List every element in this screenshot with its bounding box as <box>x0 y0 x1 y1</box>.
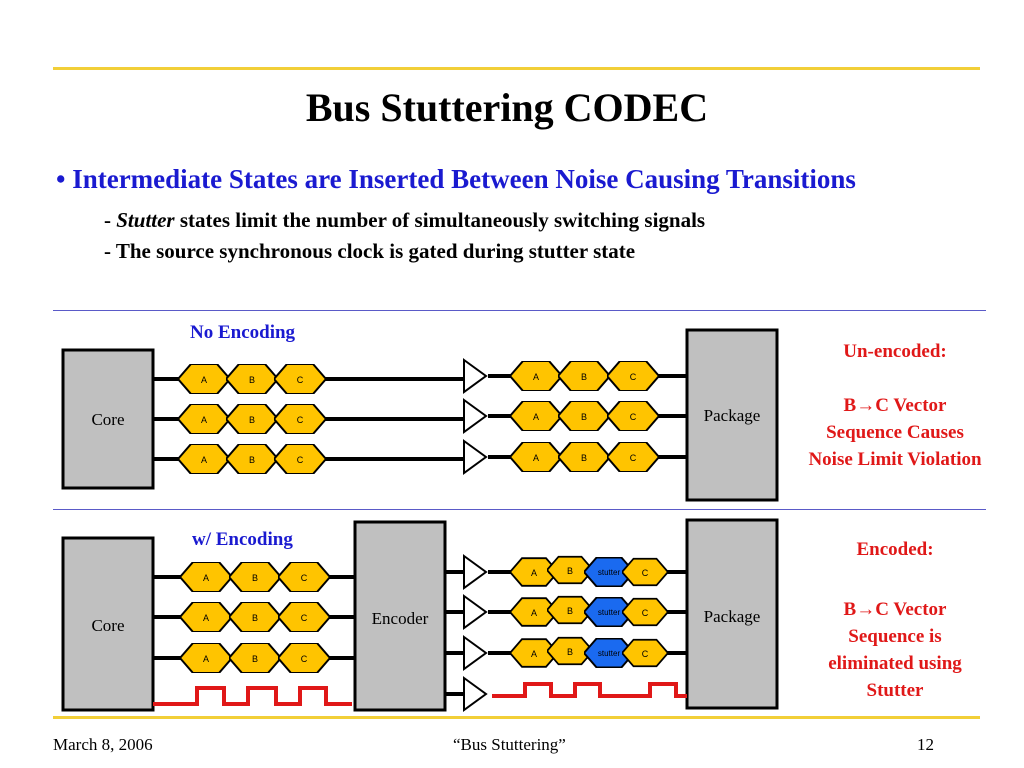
state-label-b: B <box>567 647 573 657</box>
state-label-a: A <box>531 568 537 578</box>
state-label-c: C <box>642 568 649 578</box>
footer-title: “Bus Stuttering” <box>453 735 566 754</box>
state-label-c: C <box>301 613 308 623</box>
package-box-bottom <box>685 518 779 710</box>
package-label-bottom: Package <box>704 607 761 626</box>
state-label-stutter: stutter <box>598 608 621 617</box>
core-box-bottom <box>61 536 155 712</box>
section-divider-top <box>53 310 986 311</box>
sub-bullet-1-prefix: - <box>104 208 117 232</box>
encoded-note-heading: Encoded: <box>856 539 934 560</box>
state-label-b: B <box>252 613 258 623</box>
footer-page-number: 12 <box>917 735 934 754</box>
core-label-top: Core <box>91 410 124 429</box>
state-label-c: C <box>642 608 649 618</box>
package-label-top: Package <box>704 406 761 425</box>
state-label-a: A <box>533 453 539 463</box>
package-box-top <box>685 328 779 502</box>
sub-bullet-2: - The source synchronous clock is gated … <box>104 239 636 263</box>
driver-icon <box>463 555 487 589</box>
state-label-b: B <box>249 415 255 425</box>
arrow-right-icon: → <box>856 599 876 620</box>
encoded-note-line5: Stutter <box>866 680 924 701</box>
sub-bullet-1: - Stutter states limit the number of sim… <box>104 208 705 233</box>
driver-icon <box>463 399 487 433</box>
arrow-right-icon: → <box>856 395 876 416</box>
encoded-note-line4: eliminated using <box>828 653 962 674</box>
state-label-a: A <box>203 654 209 664</box>
encoder-label: Encoder <box>372 609 429 628</box>
state-label-c: C <box>297 415 304 425</box>
driver-icon <box>463 595 487 629</box>
gated-clock-input <box>153 686 352 706</box>
encoded-note-line3: Sequence is <box>848 626 942 647</box>
state-label-a: A <box>531 608 537 618</box>
state-label-stutter: stutter <box>598 649 621 658</box>
state-label-b: B <box>252 654 258 664</box>
driver-icon <box>463 440 487 474</box>
state-label-a: A <box>533 372 539 382</box>
state-label-a: A <box>533 412 539 422</box>
section-divider-middle <box>53 509 986 510</box>
state-label-c: C <box>642 649 649 659</box>
state-label-a: A <box>203 613 209 623</box>
state-label-a: A <box>531 649 537 659</box>
state-label-c: C <box>630 453 637 463</box>
state-label-b: B <box>252 573 258 583</box>
slide-title: Bus Stuttering CODEC <box>305 85 709 130</box>
state-label-stutter: stutter <box>598 568 621 577</box>
state-label-c: C <box>297 375 304 385</box>
core-label-bottom: Core <box>91 616 124 635</box>
state-label-a: A <box>201 415 207 425</box>
bottom-rule <box>53 716 980 719</box>
state-label-b: B <box>567 606 573 616</box>
footer-date: March 8, 2006 <box>53 735 153 754</box>
state-label-a: A <box>201 375 207 385</box>
driver-icon <box>463 359 487 393</box>
unencoded-note-vector-post: C Vector <box>875 395 947 416</box>
unencoded-note: Un-encoded: B→C Vector Sequence Causes N… <box>785 338 1005 473</box>
driver-icon <box>463 636 487 670</box>
unencoded-note-line3: Sequence Causes <box>826 422 964 443</box>
core-box-top <box>61 348 155 490</box>
state-label-a: A <box>201 455 207 465</box>
unencoded-note-vector: B→C Vector <box>785 392 1005 419</box>
unencoded-note-heading: Un-encoded: <box>843 341 947 362</box>
state-label-b: B <box>581 412 587 422</box>
gated-clock-output <box>492 682 687 698</box>
state-label-b: B <box>567 566 573 576</box>
hex-group-top-left: A B C A B C A B C <box>178 364 326 474</box>
no-encoding-label: No Encoding <box>190 322 296 343</box>
state-label-c: C <box>301 573 308 583</box>
sub-bullet-1-italic: Stutter <box>116 208 175 232</box>
state-label-b: B <box>249 375 255 385</box>
encoder-box <box>353 520 447 712</box>
top-rule <box>53 67 980 70</box>
hex-group-bottom-left: A B C A B C A B C <box>180 562 330 673</box>
hex-group-top-right: A B C A B C A B C <box>510 361 659 472</box>
state-label-c: C <box>630 412 637 422</box>
driver-icon <box>463 677 487 711</box>
state-label-c: C <box>630 372 637 382</box>
hex-group-bottom-right: A B stutter C A B stutter C A B stutter … <box>510 555 668 668</box>
bullet-marker: • <box>56 164 66 194</box>
unencoded-note-line4: Noise Limit Violation <box>808 449 982 470</box>
state-label-a: A <box>203 573 209 583</box>
encoded-note: Encoded: B→C Vector Sequence is eliminat… <box>785 536 1005 704</box>
bullet-text: Intermediate States are Inserted Between… <box>72 164 856 194</box>
state-label-b: B <box>249 455 255 465</box>
state-label-c: C <box>297 455 304 465</box>
encoded-note-vector-post: C Vector <box>875 599 947 620</box>
sub-bullet-1-rest: states limit the number of simultaneousl… <box>174 208 706 232</box>
encoded-note-vector-pre: B <box>843 599 857 620</box>
state-label-b: B <box>581 372 587 382</box>
with-encoding-label: w/ Encoding <box>192 529 293 550</box>
state-label-c: C <box>301 654 308 664</box>
state-label-b: B <box>581 453 587 463</box>
main-bullet: • Intermediate States are Inserted Betwe… <box>56 164 856 195</box>
encoded-note-vector: B→C Vector <box>785 596 1005 623</box>
unencoded-note-vector-pre: B <box>843 395 857 416</box>
